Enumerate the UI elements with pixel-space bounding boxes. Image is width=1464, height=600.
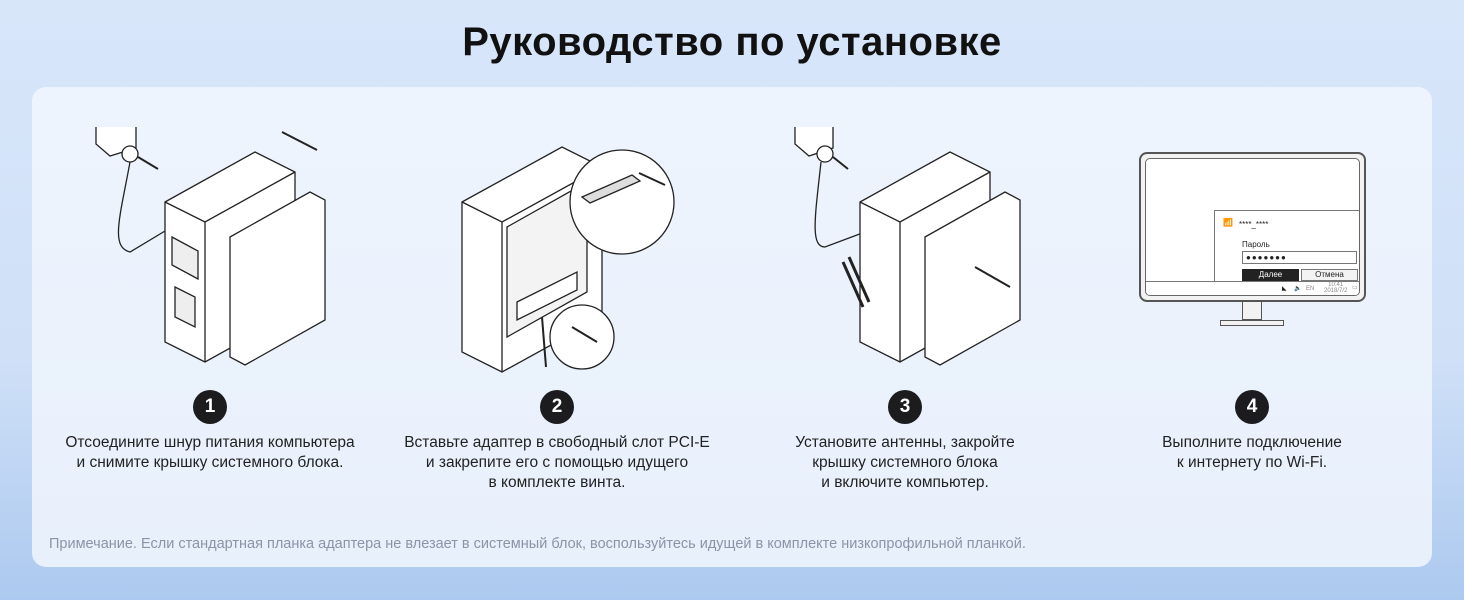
step-description: Отсоедините шнур питания компьютера и сн… (30, 433, 390, 473)
wifi-dialog: 📶 ****_**** Пароль ●●●●●●● Далее Отмена (1214, 210, 1359, 290)
step-number-badge: 4 (1235, 390, 1269, 424)
step-2: 2 Вставьте адаптер в свободный слот PCI-… (377, 87, 737, 507)
desc-line: Вставьте адаптер в свободный слот PCI-E (404, 434, 710, 451)
step-1: 1 Отсоедините шнур питания компьютера и … (30, 87, 390, 507)
step-description: Выполните подключение к интернету по Wi-… (1072, 433, 1432, 473)
tray-date: 2018/7/2 (1324, 288, 1348, 294)
desc-line: в комплекте винта. (488, 474, 626, 491)
step-3: 3 Установите антенны, закройте крышку си… (725, 87, 1085, 507)
step-number-badge: 1 (193, 390, 227, 424)
installation-note: Примечание. Если стандартная планка адап… (49, 536, 1026, 552)
page-title: Руководство по установке (462, 20, 1002, 64)
step-4: 📶 ****_**** Пароль ●●●●●●● Далее Отмена … (1072, 87, 1432, 507)
desc-line: к интернету по Wi-Fi. (1176, 454, 1328, 471)
monitor-stand (1242, 302, 1262, 320)
wifi-ssid: ****_**** (1239, 220, 1269, 229)
desc-line: Установите антенны, закройте (795, 434, 1015, 451)
notification-icon[interactable]: ▭ (1352, 285, 1358, 291)
desc-line: Выполните подключение (1162, 434, 1342, 451)
password-input[interactable]: ●●●●●●● (1242, 251, 1357, 264)
desc-line: Отсоедините шнур питания компьютера (65, 434, 355, 451)
close-case-antennas-illustration (794, 127, 1021, 366)
desc-line: и включите компьютер. (821, 474, 989, 491)
desc-line: крышку системного блока (812, 454, 998, 471)
step-description: Вставьте адаптер в свободный слот PCI-E … (377, 433, 737, 493)
next-button[interactable]: Далее (1242, 269, 1299, 281)
step-number-badge: 3 (888, 390, 922, 424)
instructions-card: 1 Отсоедините шнур питания компьютера и … (32, 87, 1432, 567)
network-icon[interactable]: ◣ (1282, 286, 1287, 292)
tray-language: EN (1306, 286, 1315, 292)
unplug-open-case-illustration (95, 127, 326, 366)
password-label: Пароль (1242, 240, 1270, 249)
desc-line: и снимите крышку системного блока. (76, 454, 344, 471)
volume-icon[interactable]: 🔈 (1294, 286, 1302, 292)
tray-time: 10:41 (1328, 282, 1344, 288)
insert-adapter-illustration (461, 146, 675, 373)
step-description: Установите антенны, закройте крышку сист… (725, 433, 1085, 493)
step-number-badge: 2 (540, 390, 574, 424)
monitor-illustration: 📶 ****_**** Пароль ●●●●●●● Далее Отмена … (1139, 152, 1366, 302)
cancel-button[interactable]: Отмена (1301, 269, 1358, 281)
wifi-icon: 📶 (1223, 218, 1233, 227)
desc-line: и закрепите его с помощью идущего (425, 454, 689, 471)
monitor-base (1220, 320, 1284, 326)
